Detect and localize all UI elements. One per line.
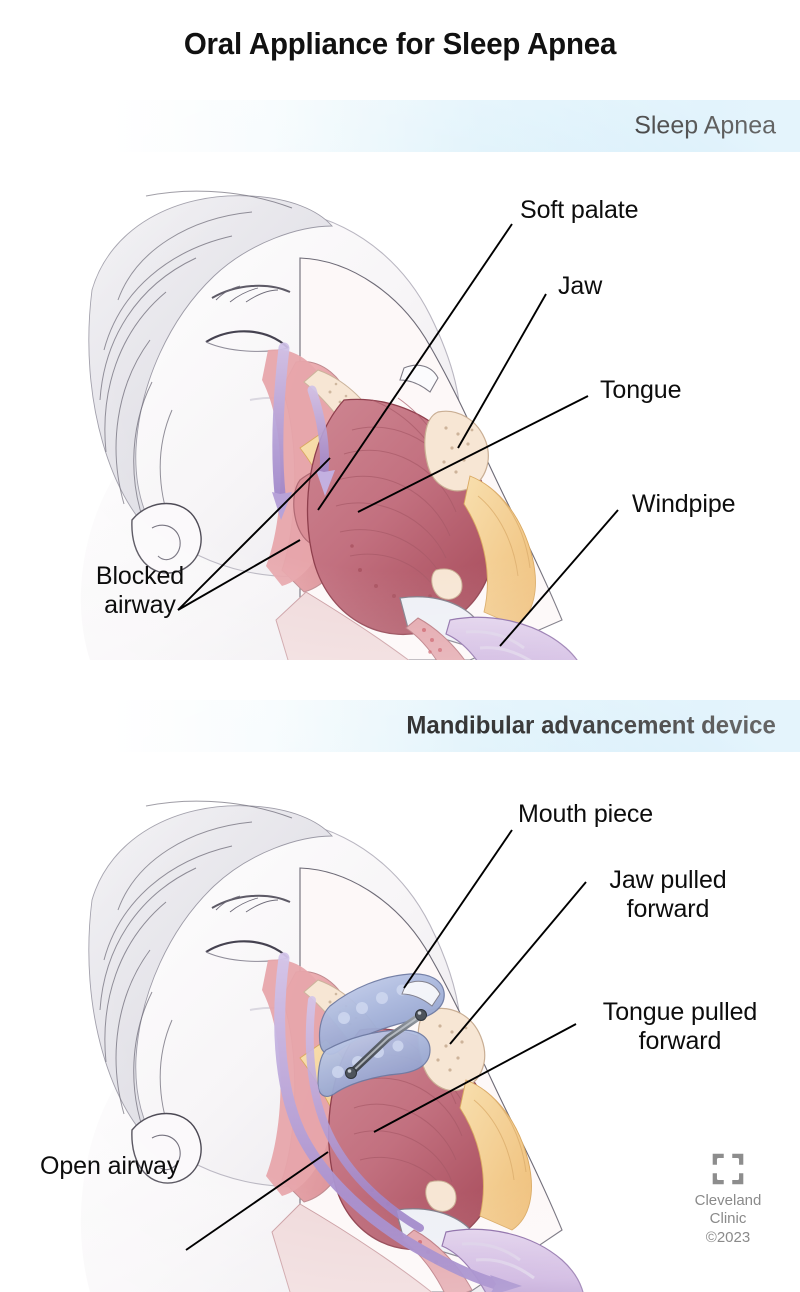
logo-name-line1: Cleveland [694,1192,762,1209]
label-jaw-pulled-forward: Jaw pulled forward [609,866,727,923]
label-tongue: Tongue [600,376,682,404]
label-mouth-piece: Mouth piece [518,800,654,828]
cleveland-clinic-logo-icon [712,1153,744,1185]
label-blocked-airway: Blocked airway [95,562,185,619]
logo-name-line2: Clinic [709,1209,747,1227]
logo-copyright: ©2023 [705,1229,751,1247]
label-windpipe: Windpipe [632,490,736,518]
panel-mandibular-advancement-device: Mandibular advancement device [0,700,800,1292]
label-tongue-pulled-forward: Tongue pulled forward [602,998,758,1055]
cleveland-clinic-logo: Cleveland Clinic ©2023 [676,1152,780,1246]
label-soft-palate: Soft palate [520,196,639,224]
label-jaw: Jaw [558,272,603,300]
panel-sleep-apnea: Sleep Apnea [0,100,800,660]
page-title: Oral Appliance for Sleep Apnea [183,26,617,61]
label-open-airway: Open airway [40,1152,180,1180]
